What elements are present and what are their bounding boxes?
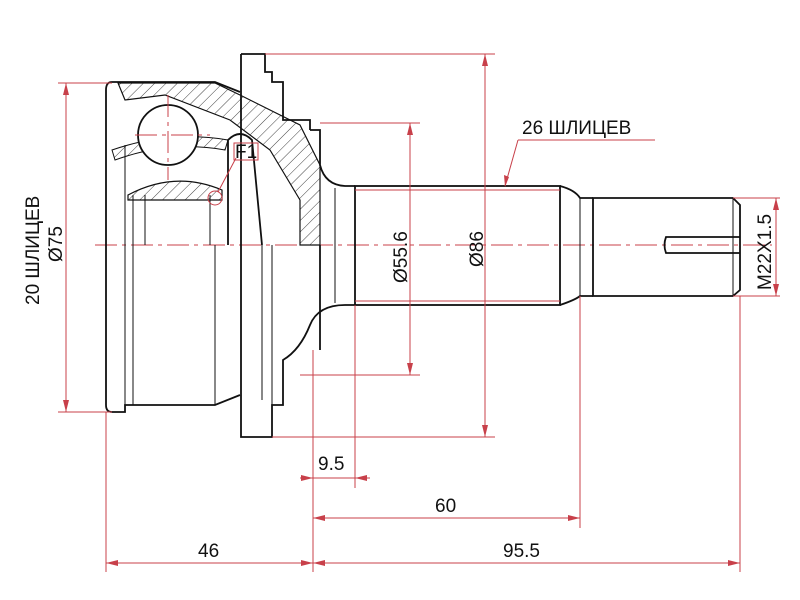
dim-46-label: 46 bbox=[198, 541, 219, 562]
shaft bbox=[282, 129, 741, 370]
thread-label: M22X1.5 bbox=[755, 214, 776, 290]
dim-60: 60 bbox=[313, 496, 580, 521]
inner-splines-label: 20 ШЛИЦЕВ bbox=[23, 196, 44, 305]
outer-splines-label: 26 ШЛИЦЕВ bbox=[522, 118, 631, 139]
dim-shaft-diameter: Ø55.6 bbox=[300, 122, 420, 376]
housing-diameter-label: Ø75 bbox=[46, 226, 67, 262]
dim-flange-diameter: Ø86 bbox=[265, 53, 495, 438]
dim-housing-diameter: 20 ШЛИЦЕВ Ø75 bbox=[23, 82, 112, 413]
flange-diameter-label: Ø86 bbox=[467, 231, 488, 267]
dim-60-label: 60 bbox=[435, 496, 456, 517]
dim-95-5: 95.5 bbox=[313, 541, 740, 566]
dim-95-5-label: 95.5 bbox=[503, 541, 540, 562]
detail-marker-f1: F1 bbox=[207, 142, 259, 206]
outer-splines-callout: 26 ШЛИЦЕВ bbox=[504, 118, 655, 187]
shaft-diameter-label: Ø55.6 bbox=[391, 231, 412, 283]
flange bbox=[240, 53, 311, 438]
detail-marker-label: F1 bbox=[235, 142, 257, 163]
dim-9-5-label: 9.5 bbox=[318, 454, 344, 475]
dim-46: 46 bbox=[106, 541, 313, 566]
dim-9-5: 9.5 bbox=[300, 454, 370, 481]
dim-thread: M22X1.5 bbox=[733, 197, 780, 297]
